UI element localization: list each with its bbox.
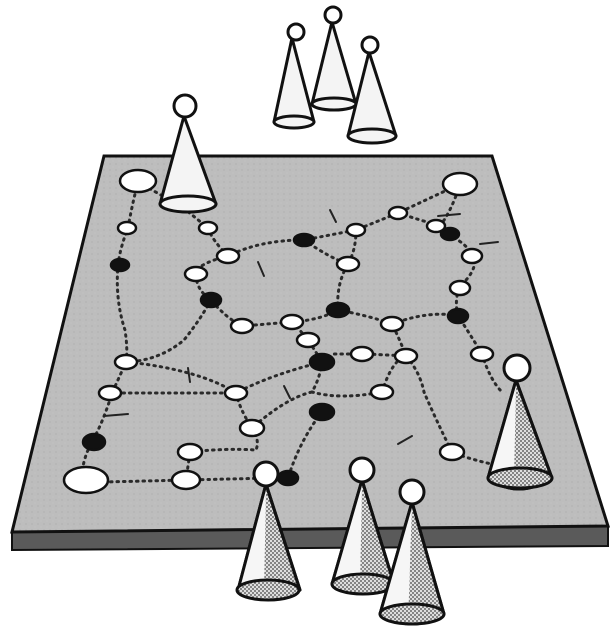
open-space[interactable] (225, 386, 247, 400)
open-space[interactable] (395, 349, 417, 363)
open-space[interactable] (281, 315, 303, 329)
open-space[interactable] (351, 347, 373, 361)
home-space-top-right[interactable] (443, 173, 477, 195)
open-space[interactable] (178, 444, 202, 460)
piece-group-left-corner (160, 95, 216, 212)
open-space[interactable] (297, 333, 319, 347)
open-space[interactable] (199, 222, 217, 234)
open-space[interactable] (115, 355, 137, 369)
open-space[interactable] (347, 224, 365, 236)
filled-space[interactable] (327, 303, 349, 317)
home-space-bottom-left[interactable] (64, 467, 108, 493)
cone-pawn-piece[interactable] (348, 37, 396, 143)
open-space[interactable] (172, 471, 200, 489)
board (12, 156, 608, 550)
filled-space[interactable] (111, 259, 129, 271)
open-space[interactable] (440, 444, 464, 460)
filled-space[interactable] (201, 293, 221, 307)
cone-pawn-piece[interactable] (160, 95, 216, 212)
piece-group-top (274, 7, 396, 143)
filled-space[interactable] (310, 354, 334, 370)
open-space[interactable] (381, 317, 403, 331)
filled-space[interactable] (278, 471, 298, 485)
filled-space[interactable] (441, 228, 459, 240)
open-space[interactable] (185, 267, 207, 281)
filled-space[interactable] (448, 309, 468, 323)
cone-pawn-piece[interactable] (274, 24, 314, 128)
open-space[interactable] (371, 385, 393, 399)
open-space[interactable] (240, 420, 264, 436)
open-space[interactable] (471, 347, 493, 361)
filled-space[interactable] (294, 234, 314, 246)
filled-space[interactable] (83, 434, 105, 450)
open-space[interactable] (99, 386, 121, 400)
home-space-top-left[interactable] (120, 170, 156, 192)
open-space[interactable] (217, 249, 239, 263)
cone-pawn-piece[interactable] (312, 7, 356, 110)
open-space[interactable] (231, 319, 253, 333)
open-space[interactable] (337, 257, 359, 271)
filled-space[interactable] (310, 404, 334, 420)
open-space[interactable] (389, 207, 407, 219)
open-space[interactable] (462, 249, 482, 263)
open-space[interactable] (450, 281, 470, 295)
open-space[interactable] (118, 222, 136, 234)
